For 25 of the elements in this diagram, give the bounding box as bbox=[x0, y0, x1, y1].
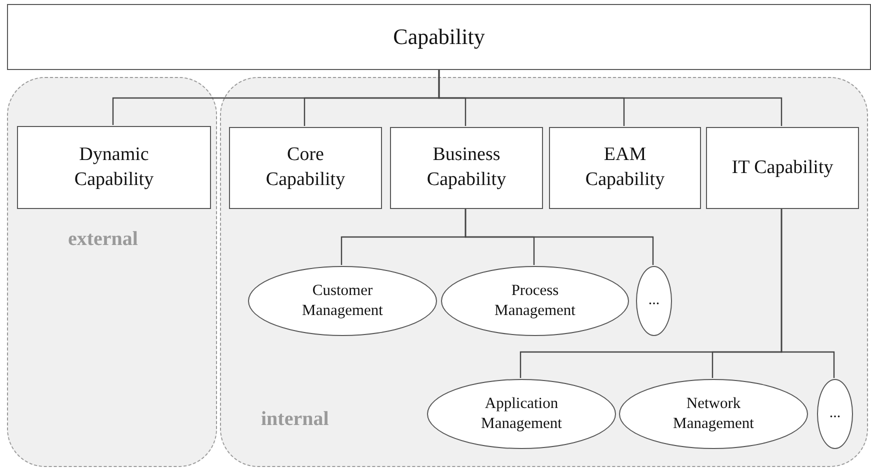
capability-box bbox=[390, 127, 543, 209]
node-label: Business Capability bbox=[426, 143, 508, 192]
root-box bbox=[7, 4, 871, 70]
connector-line bbox=[780, 208, 835, 378]
node-label: Application Management bbox=[480, 394, 563, 434]
connector-line bbox=[438, 70, 782, 126]
node-label: Dynamic Capability bbox=[73, 142, 155, 192]
node-label: Process Management bbox=[494, 280, 576, 321]
node-label: Core Capability bbox=[264, 143, 346, 192]
node-label: IT Capability bbox=[732, 156, 834, 180]
region-label: external bbox=[68, 228, 138, 251]
node-label: ... bbox=[648, 291, 660, 310]
region-label: internal bbox=[261, 408, 329, 431]
region-panel bbox=[220, 77, 868, 467]
node-label: Customer Management bbox=[301, 280, 384, 321]
connector-line bbox=[464, 208, 654, 265]
node-label: Capability bbox=[393, 22, 485, 51]
region-panel bbox=[7, 77, 217, 467]
capability-box bbox=[229, 127, 382, 209]
node-label: EAM Capability bbox=[584, 143, 666, 192]
capability-box bbox=[549, 127, 701, 209]
capability-box bbox=[706, 127, 859, 209]
node-label: ... bbox=[829, 404, 841, 424]
capability-box bbox=[17, 126, 211, 209]
node-label: Network Management bbox=[672, 394, 755, 434]
